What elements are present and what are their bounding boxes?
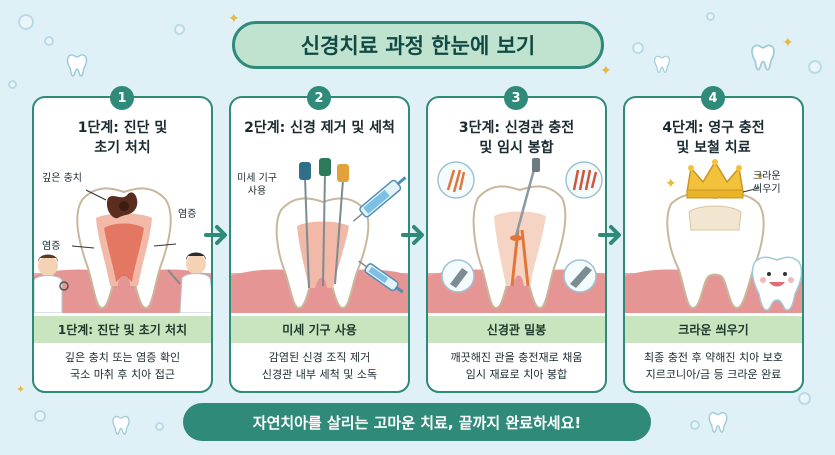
footer-banner: 자연치아를 살리는 고마운 치료, 끝까지 완료하세요! <box>183 403 651 441</box>
step-caption: 미세 기구 사용 <box>231 316 408 343</box>
tooth-icon <box>654 55 670 74</box>
step-number-badge: 1 <box>110 86 134 110</box>
step-title-line: 및 보철 치료 <box>676 140 751 156</box>
step-number-badge: 2 <box>307 86 331 110</box>
step-title-line: 초기 처치 <box>94 140 151 156</box>
step-card-2: 2단계: 신경 제거 및 세척 미세 기구 <box>229 96 410 393</box>
sparkle-icon: ✦ <box>600 63 612 79</box>
file-instrument-icon <box>299 158 349 289</box>
step-caption: 크라운 씌우기 <box>625 316 802 343</box>
step-description: 깊은 충치 또는 염증 확인 국소 마취 후 치아 접근 <box>34 349 211 383</box>
step-title-line: 2단계: 신경 제거 및 세척 <box>244 120 395 136</box>
sparkle-icon: ✦ <box>228 11 240 27</box>
step-title-line: 4단계: 영구 충전 <box>662 120 765 136</box>
step-title-line: 3단계: 신경관 충전 <box>458 120 575 136</box>
step-card-3: 3단계: 신경관 충전 및 임시 봉합 신경관 밀봉 깨끗해진 관을 충전재로 … <box>426 96 607 393</box>
tooth-icon <box>66 54 88 77</box>
tooth-icon <box>112 415 130 435</box>
svg-text:✦: ✦ <box>755 169 765 183</box>
label-line: 크라운 <box>753 171 781 182</box>
arrow-right-icon <box>401 225 424 245</box>
decor-bubble <box>18 14 34 30</box>
canal-filling-illustration <box>428 158 605 313</box>
tooth-mascot <box>751 256 802 311</box>
step-title-line: 및 임시 봉합 <box>479 140 554 156</box>
syringe-icon <box>358 260 404 294</box>
step-title: 2단계: 신경 제거 및 세척 <box>231 118 408 138</box>
label-line: 미세 기구 <box>237 173 277 184</box>
decor-bubble <box>44 36 54 46</box>
decor-bubble <box>808 60 822 74</box>
step-caption: 신경관 밀봉 <box>428 316 605 343</box>
label-inflammation-left: 염증 <box>42 241 61 252</box>
label-micro-instrument: 미세 기구 사용 <box>237 172 277 198</box>
decor-bubble <box>632 42 644 54</box>
label-deep-decay: 깊은 충치 <box>42 173 82 184</box>
decor-bubble <box>155 422 164 431</box>
decor-bubble <box>690 420 700 430</box>
step-description-line: 깊은 충치 또는 염증 확인 <box>64 351 181 364</box>
crown-placement-illustration: ✦ ✦ <box>625 159 802 313</box>
step-description-line: 감염된 신경 조직 제거 <box>268 351 371 364</box>
step-description-line: 신경관 내부 세척 및 소독 <box>261 368 378 381</box>
syringe-icon <box>352 176 407 222</box>
svg-text:✦: ✦ <box>665 176 677 192</box>
label-line: 씌우기 <box>753 184 781 195</box>
step-description-line: 임시 재료로 치아 봉합 <box>465 368 568 381</box>
step-title: 4단계: 영구 충전 및 보철 치료 <box>625 118 802 158</box>
step-title-line: 1단계: 진단 및 <box>77 120 168 136</box>
sparkle-icon: ✦ <box>16 383 26 396</box>
step-description: 깨끗해진 관을 충전재로 채움 임시 재료로 치아 봉합 <box>428 349 605 383</box>
step-card-4: 4단계: 영구 충전 및 보철 치료 ✦ ✦ 크라운 씌우기 <box>623 96 804 393</box>
step-number-badge: 3 <box>504 86 528 110</box>
decor-bubble <box>34 410 46 422</box>
page-title: 신경치료 과정 한눈에 보기 <box>232 21 604 69</box>
step-description-line: 국소 마취 후 치아 접근 <box>69 368 176 381</box>
decor-bubble <box>706 12 715 21</box>
step-title: 3단계: 신경관 충전 및 임시 봉합 <box>428 118 605 158</box>
label-crown-placement: 크라운 씌우기 <box>753 170 781 196</box>
sparkle-icon: ✦ <box>782 35 794 51</box>
step-number-badge: 4 <box>701 86 725 110</box>
arrow-right-icon <box>598 225 621 245</box>
step-description-line: 깨끗해진 관을 충전재로 채움 <box>450 351 583 364</box>
step-description-line: 최종 충전 후 약해진 치아 보호 <box>644 351 783 364</box>
step-caption: 1단계: 진단 및 초기 처치 <box>34 316 211 343</box>
arrow-right-icon <box>204 225 227 245</box>
tooth-icon <box>708 411 728 433</box>
decor-bubble <box>798 392 811 405</box>
decor-bubble <box>8 80 17 89</box>
nerve-removal-illustration <box>231 158 408 313</box>
step-description: 최종 충전 후 약해진 치아 보호 지르코니아/금 등 크라운 완료 <box>625 349 802 383</box>
decayed-tooth-illustration <box>34 187 211 313</box>
label-line: 사용 <box>247 186 267 197</box>
step-title: 1단계: 진단 및 초기 처치 <box>34 118 211 158</box>
label-inflammation-right: 염증 <box>178 209 197 220</box>
step-description-line: 지르코니아/금 등 크라운 완료 <box>645 368 782 381</box>
step-description: 감염된 신경 조직 제거 신경관 내부 세척 및 소독 <box>231 349 408 383</box>
step-card-1: 1단계: 진단 및 초기 처치 깊은 충치 염증 염증 1단계: 진단 및 초기… <box>32 96 213 393</box>
tooth-icon <box>751 44 775 71</box>
crown-icon <box>686 159 744 199</box>
decor-bubble <box>174 24 185 35</box>
